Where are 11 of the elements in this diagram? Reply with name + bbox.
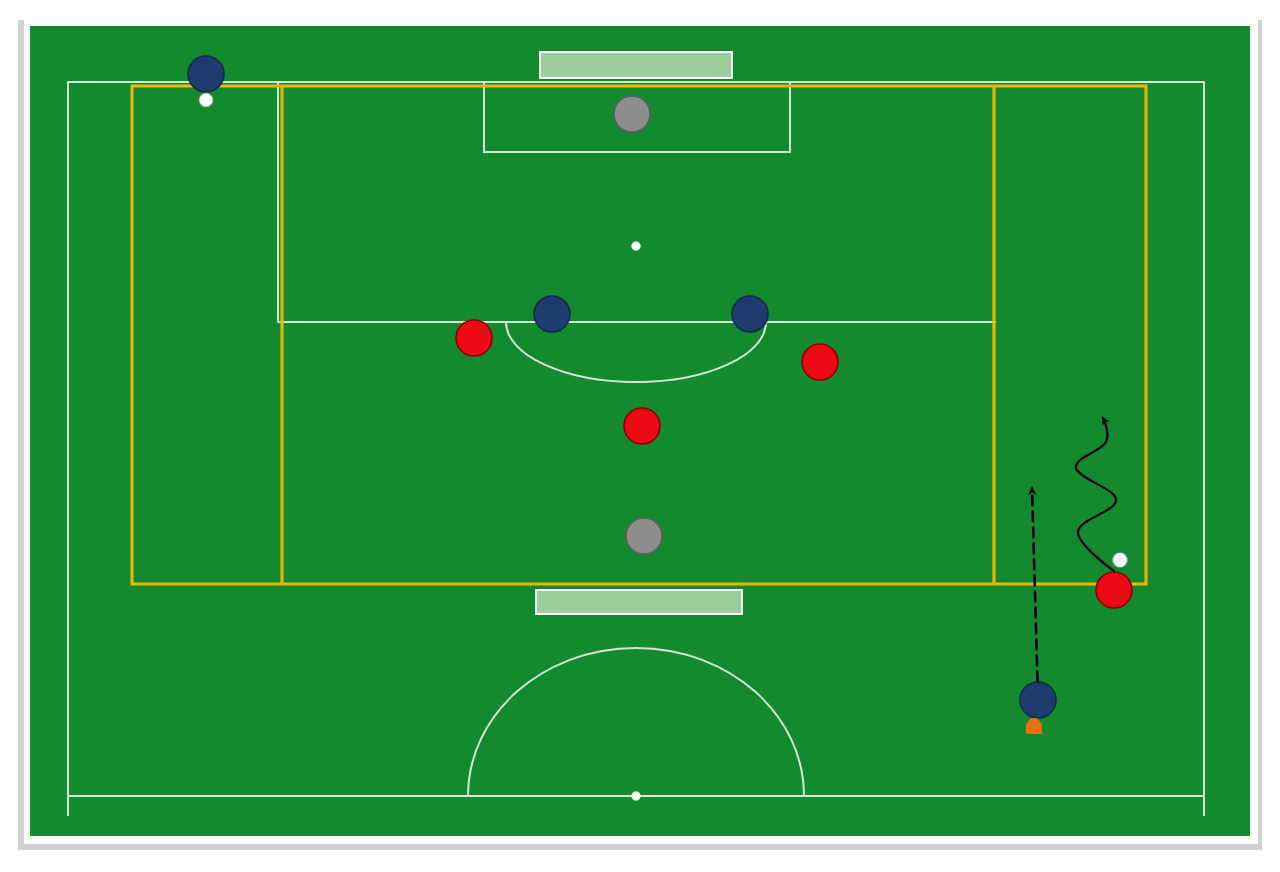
player-marker (625, 517, 663, 555)
player-marker (801, 343, 839, 381)
player-marker (455, 319, 493, 357)
player-marker (613, 95, 651, 133)
dribble-arrow (1074, 416, 1118, 573)
player-marker (1019, 681, 1057, 719)
player-marker (623, 407, 661, 445)
player-marker (1095, 571, 1133, 609)
player-marker (187, 55, 225, 93)
player-marker (731, 295, 769, 333)
player-marker (533, 295, 571, 333)
